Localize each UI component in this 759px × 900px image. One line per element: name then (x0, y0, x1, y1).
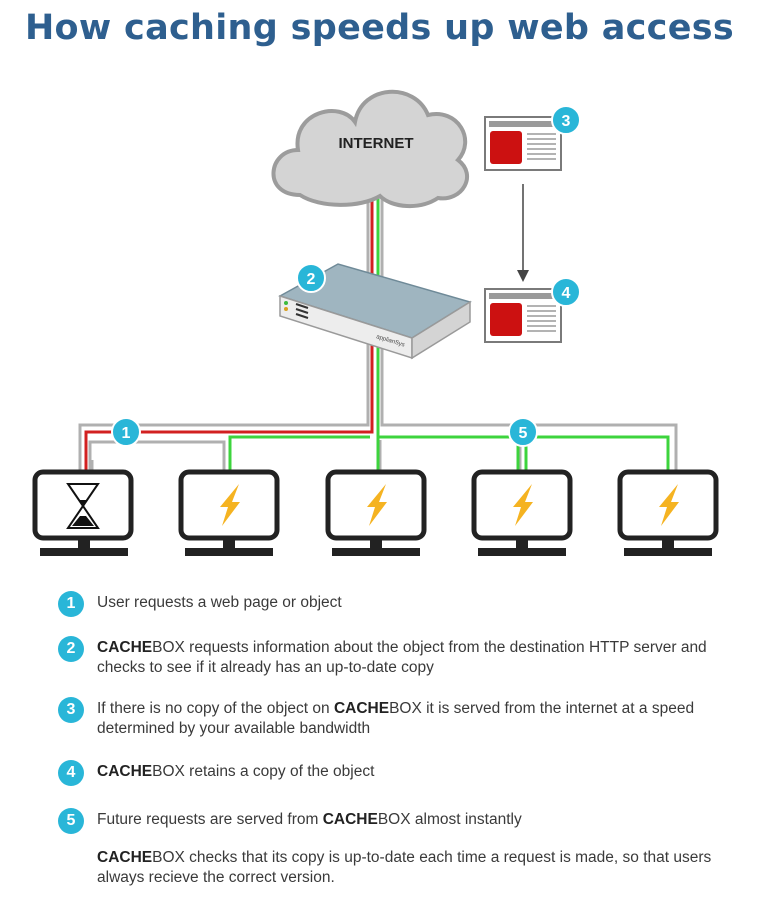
diagram-badge-5: 5 (508, 417, 538, 447)
monitor-5 (617, 469, 719, 556)
footnote: CACHEBOX checks that its copy is up-to-d… (97, 849, 712, 886)
brand-bold: CACHE (97, 849, 153, 866)
cache-lines (228, 192, 670, 472)
web-page-icon-cached (484, 288, 562, 343)
arrow-icon (517, 184, 529, 282)
svg-text:4: 4 (562, 285, 571, 302)
diagram-badge-1: 1 (111, 417, 141, 447)
monitor-4 (471, 469, 573, 556)
svg-text:3: 3 (562, 113, 571, 130)
svg-text:5: 5 (519, 425, 528, 442)
step-badge: 3 (58, 697, 84, 723)
brand-bold: CACHE (97, 763, 153, 780)
monitor-2 (178, 469, 280, 556)
internet-cloud: INTERNET (271, 89, 470, 209)
caching-diagram: INTERNET applianSys (32, 89, 719, 556)
hourglass-icon (66, 483, 100, 529)
network-lines (78, 192, 678, 472)
brand-bold: CACHE (322, 811, 378, 828)
step-text: CACHEBOX retains a copy of the object (97, 763, 375, 780)
cachebox-appliance: applianSys (278, 263, 472, 360)
step-badge: 1 (58, 591, 84, 617)
step-badge: 5 (58, 808, 84, 834)
monitor-1 (32, 469, 134, 556)
diagram-badge-2: 2 (296, 263, 326, 293)
page-title: How caching speeds up web access (24, 8, 735, 48)
diagram-badge-3: 3 (551, 105, 581, 135)
step-text: CACHEBOX requests information about the … (97, 639, 707, 676)
request-line (84, 192, 374, 472)
brand-bold: CACHE (97, 639, 153, 656)
step-badge: 2 (58, 636, 84, 662)
step-text: User requests a web page or object (97, 594, 342, 611)
web-page-icon-internet (484, 116, 562, 171)
diagram-badge-4: 4 (551, 277, 581, 307)
step-badge: 4 (58, 760, 84, 786)
brand-bold: CACHE (333, 700, 390, 717)
step-text: If there is no copy of the object on CAC… (97, 700, 695, 737)
svg-text:1: 1 (122, 425, 131, 442)
step-text: Future requests are served from CACHEBOX… (97, 811, 522, 828)
internet-label: INTERNET (339, 135, 414, 152)
monitor-3 (325, 469, 427, 556)
svg-text:2: 2 (307, 271, 316, 288)
